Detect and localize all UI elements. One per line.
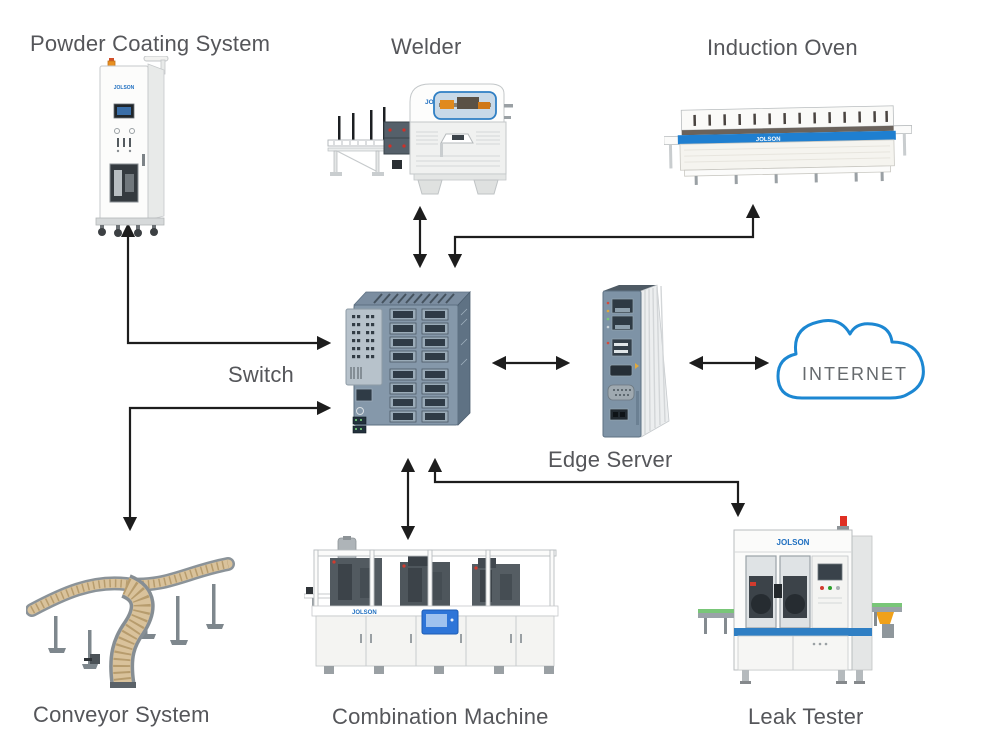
leak-tester-machine-image: JOLSON xyxy=(698,514,902,702)
welder-machine-image: JOLSON xyxy=(326,76,516,208)
combination-machine-image: JOLSON xyxy=(303,536,566,682)
label-conveyor-system: Conveyor System xyxy=(33,702,210,727)
brand-logo: JOLSON xyxy=(352,610,377,616)
cloud-icon xyxy=(776,319,925,400)
ethernet-ports xyxy=(389,308,449,423)
beacon-light xyxy=(840,516,847,528)
conveyor-machine-image xyxy=(25,536,236,690)
label-induction-oven: Induction Oven xyxy=(707,35,858,60)
label-powder-coating-system: Powder Coating System xyxy=(30,31,271,56)
label-welder: Welder xyxy=(391,34,462,59)
brand-logo: JOLSON xyxy=(114,85,135,91)
label-edge-server: Edge Server xyxy=(548,447,673,472)
induction-oven-machine-image: JOLSON xyxy=(663,98,913,194)
powder-coating-machine-image: JOLSON xyxy=(84,55,180,238)
label-leak-tester: Leak Tester xyxy=(748,704,864,729)
connector-induction-oven-switch xyxy=(447,203,761,269)
internet-cloud: INTERNET xyxy=(770,306,940,408)
internet-label: INTERNET xyxy=(802,364,908,384)
connector-conveyor-switch xyxy=(122,400,332,532)
label-switch: Switch xyxy=(228,362,294,387)
connector-leak-tester-switch xyxy=(427,457,746,518)
connector-powder-coating-switch xyxy=(120,222,332,351)
brand-logo: JOLSON xyxy=(777,538,810,547)
edge-server-image xyxy=(597,281,687,443)
network-switch-image xyxy=(344,285,484,443)
brand-logo: JOLSON xyxy=(756,137,781,144)
label-combination-machine: Combination Machine xyxy=(332,704,549,729)
status-leds xyxy=(606,301,610,345)
